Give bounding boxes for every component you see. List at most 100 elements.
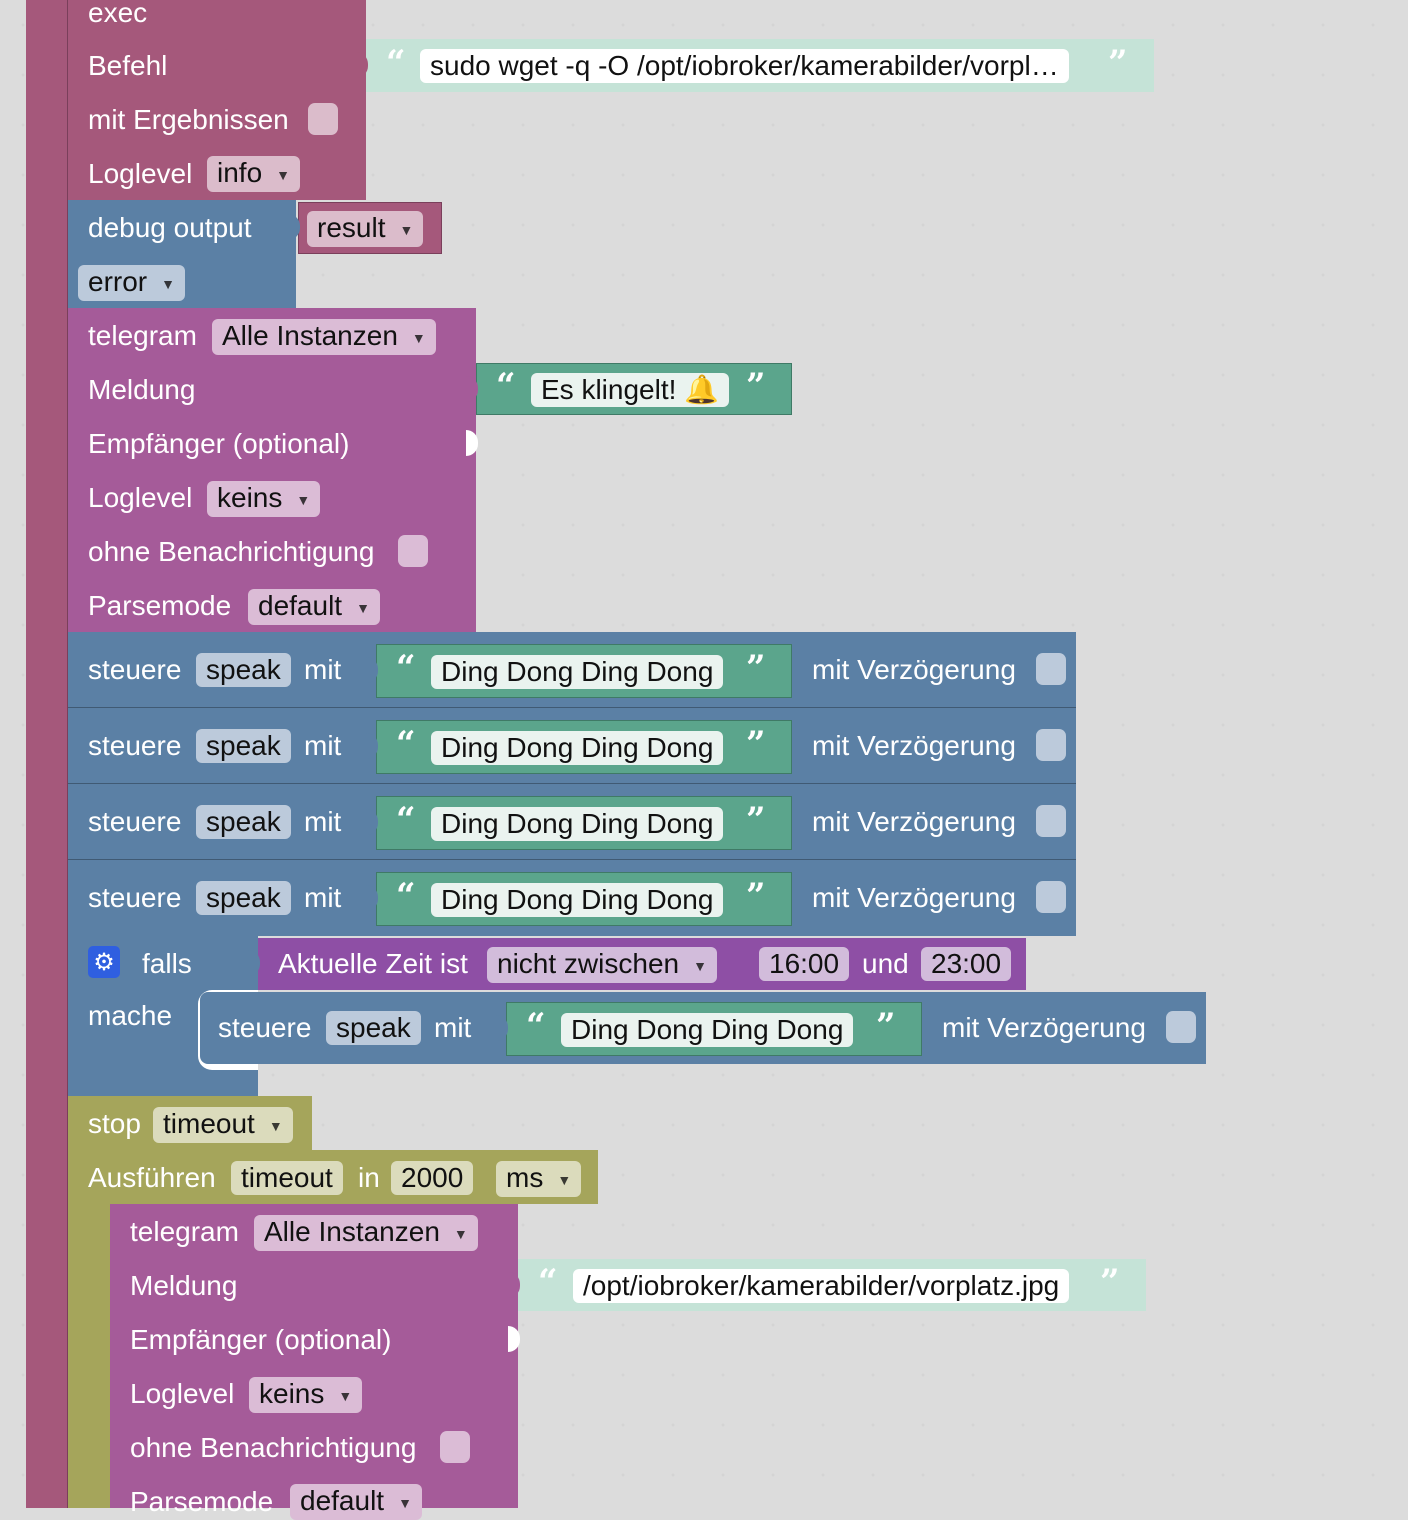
results-label: mit Ergebnissen <box>88 104 289 135</box>
time-operator-dropdown[interactable]: nicht zwischen▼ <box>487 947 717 983</box>
stop-timeout-dropdown[interactable]: timeout ▼ <box>153 1107 293 1143</box>
steuere-label: steuere <box>88 882 182 913</box>
speak-text-field[interactable]: Ding Dong Ding Dong <box>431 883 724 917</box>
input-socket <box>508 1326 520 1352</box>
open-quote-icon: “ <box>396 724 416 764</box>
parsemode-value: default <box>300 1485 385 1516</box>
steuere-label: steuere <box>88 806 182 837</box>
speak-text-field[interactable]: Ding Dong Ding Dong <box>431 655 724 689</box>
chevron-down-icon: ▼ <box>268 1117 283 1134</box>
input-socket <box>366 657 378 683</box>
parsemode-value: default <box>258 590 343 621</box>
close-quote-icon: ” <box>746 724 766 764</box>
speak-target[interactable]: speak <box>326 1011 421 1045</box>
results-checkbox[interactable] <box>308 103 338 135</box>
chevron-down-icon: ▼ <box>338 1387 353 1404</box>
chevron-down-icon: ▼ <box>693 957 707 974</box>
open-quote-icon: “ <box>386 43 406 83</box>
delay-label: mit Verzögerung <box>812 730 1016 761</box>
command-text-field[interactable]: sudo wget -q -O /opt/iobroker/kamerabild… <box>420 49 1069 83</box>
outer-event-block[interactable] <box>26 0 68 1508</box>
chevron-down-icon: ▼ <box>356 599 370 616</box>
open-quote-icon: “ <box>396 876 416 916</box>
delay-checkbox[interactable] <box>1036 653 1066 685</box>
delay-checkbox[interactable] <box>1166 1011 1196 1043</box>
message-text-field[interactable]: Es klingelt! 🔔 <box>531 373 730 407</box>
exec-label: exec <box>88 0 148 28</box>
start-time-field[interactable]: 16:00 <box>759 947 850 981</box>
close-quote-icon: ” <box>1100 1262 1120 1302</box>
result-variable-dropdown[interactable]: result▼ <box>307 211 424 247</box>
parsemode-dropdown[interactable]: default ▼ <box>248 589 380 625</box>
close-quote-icon: ” <box>746 366 766 406</box>
chevron-down-icon: ▼ <box>276 166 291 183</box>
input-socket <box>356 52 368 78</box>
delay-checkbox[interactable] <box>1036 881 1066 913</box>
silent-checkbox[interactable] <box>440 1431 470 1463</box>
delay-label: mit Verzögerung <box>812 806 1016 837</box>
speak-target[interactable]: speak <box>196 805 291 839</box>
parsemode-label: Parsemode <box>130 1486 274 1517</box>
run-unit-dropdown[interactable]: ms▼ <box>496 1161 582 1197</box>
stop-timeout-value: timeout <box>163 1108 255 1139</box>
run-timeout-spine <box>68 1204 110 1508</box>
input-socket <box>288 214 300 240</box>
speak-text-field[interactable]: Ding Dong Ding Dong <box>431 731 724 765</box>
mit-label: mit <box>304 730 342 761</box>
speak-text-field[interactable]: Ding Dong Ding Dong <box>431 807 724 841</box>
message-label: Meldung <box>88 374 196 405</box>
if-label: falls <box>142 948 192 979</box>
time-label: Aktuelle Zeit ist <box>278 948 468 979</box>
parsemode-dropdown[interactable]: default▼ <box>290 1484 422 1520</box>
telegram-loglevel-label: Loglevel <box>130 1378 235 1409</box>
speak-target[interactable]: speak <box>196 653 291 687</box>
telegram-loglevel-dropdown[interactable]: keins▼ <box>207 481 321 517</box>
open-quote-icon: “ <box>526 1006 546 1046</box>
delay-label: mit Verzögerung <box>812 882 1016 913</box>
silent-label: ohne Benachrichtigung <box>88 536 375 567</box>
steuere-label: steuere <box>218 1012 312 1043</box>
debug-level-dropdown[interactable]: error ▼ <box>78 265 185 301</box>
delay-checkbox[interactable] <box>1036 729 1066 761</box>
gear-icon[interactable]: ⚙ <box>88 946 120 978</box>
open-quote-icon: “ <box>538 1262 558 1302</box>
input-socket <box>366 809 378 835</box>
input-socket <box>508 1272 520 1298</box>
telegram-label: telegram <box>88 320 197 351</box>
telegram-instance-dropdown[interactable]: Alle Instanzen ▼ <box>212 319 436 355</box>
message-text-field[interactable]: /opt/iobroker/kamerabilder/vorplatz.jpg <box>573 1269 1070 1303</box>
input-socket <box>366 733 378 759</box>
silent-checkbox[interactable] <box>398 535 428 567</box>
telegram-instance-value: Alle Instanzen <box>222 320 398 351</box>
silent-label: ohne Benachrichtigung <box>130 1432 417 1463</box>
telegram-instance-dropdown[interactable]: Alle Instanzen▼ <box>254 1215 478 1251</box>
chevron-down-icon: ▼ <box>161 275 175 292</box>
debug-label: debug output <box>88 212 252 243</box>
mit-label: mit <box>304 882 342 913</box>
debug-level-value: error <box>88 266 148 297</box>
stop-label: stop <box>88 1108 141 1139</box>
delay-checkbox[interactable] <box>1036 805 1066 837</box>
exec-loglevel-dropdown[interactable]: info▼ <box>207 156 301 192</box>
telegram-block[interactable] <box>68 308 476 632</box>
speak-target[interactable]: speak <box>196 881 291 915</box>
chevron-down-icon: ▼ <box>296 491 311 508</box>
telegram-instance-value: Alle Instanzen <box>264 1216 440 1247</box>
chevron-down-icon: ▼ <box>557 1171 572 1188</box>
input-socket <box>466 430 478 456</box>
run-delay-field[interactable]: 2000 <box>391 1161 474 1195</box>
run-timeout-name-field[interactable]: timeout <box>231 1161 343 1195</box>
speak-target[interactable]: speak <box>196 729 291 763</box>
mit-label: mit <box>434 1012 472 1043</box>
telegram-loglevel-value: keins <box>259 1378 325 1409</box>
end-time-field[interactable]: 23:00 <box>921 947 1012 981</box>
chevron-down-icon: ▼ <box>411 329 426 346</box>
open-quote-icon: “ <box>496 366 516 406</box>
telegram-loglevel-dropdown[interactable]: keins ▼ <box>249 1377 363 1413</box>
recipient-label: Empfänger (optional) <box>130 1324 392 1355</box>
mit-label: mit <box>304 806 342 837</box>
close-quote-icon: ” <box>746 876 766 916</box>
mit-label: mit <box>304 654 342 685</box>
speak-text-field[interactable]: Ding Dong Ding Dong <box>561 1013 854 1047</box>
open-quote-icon: “ <box>396 648 416 688</box>
